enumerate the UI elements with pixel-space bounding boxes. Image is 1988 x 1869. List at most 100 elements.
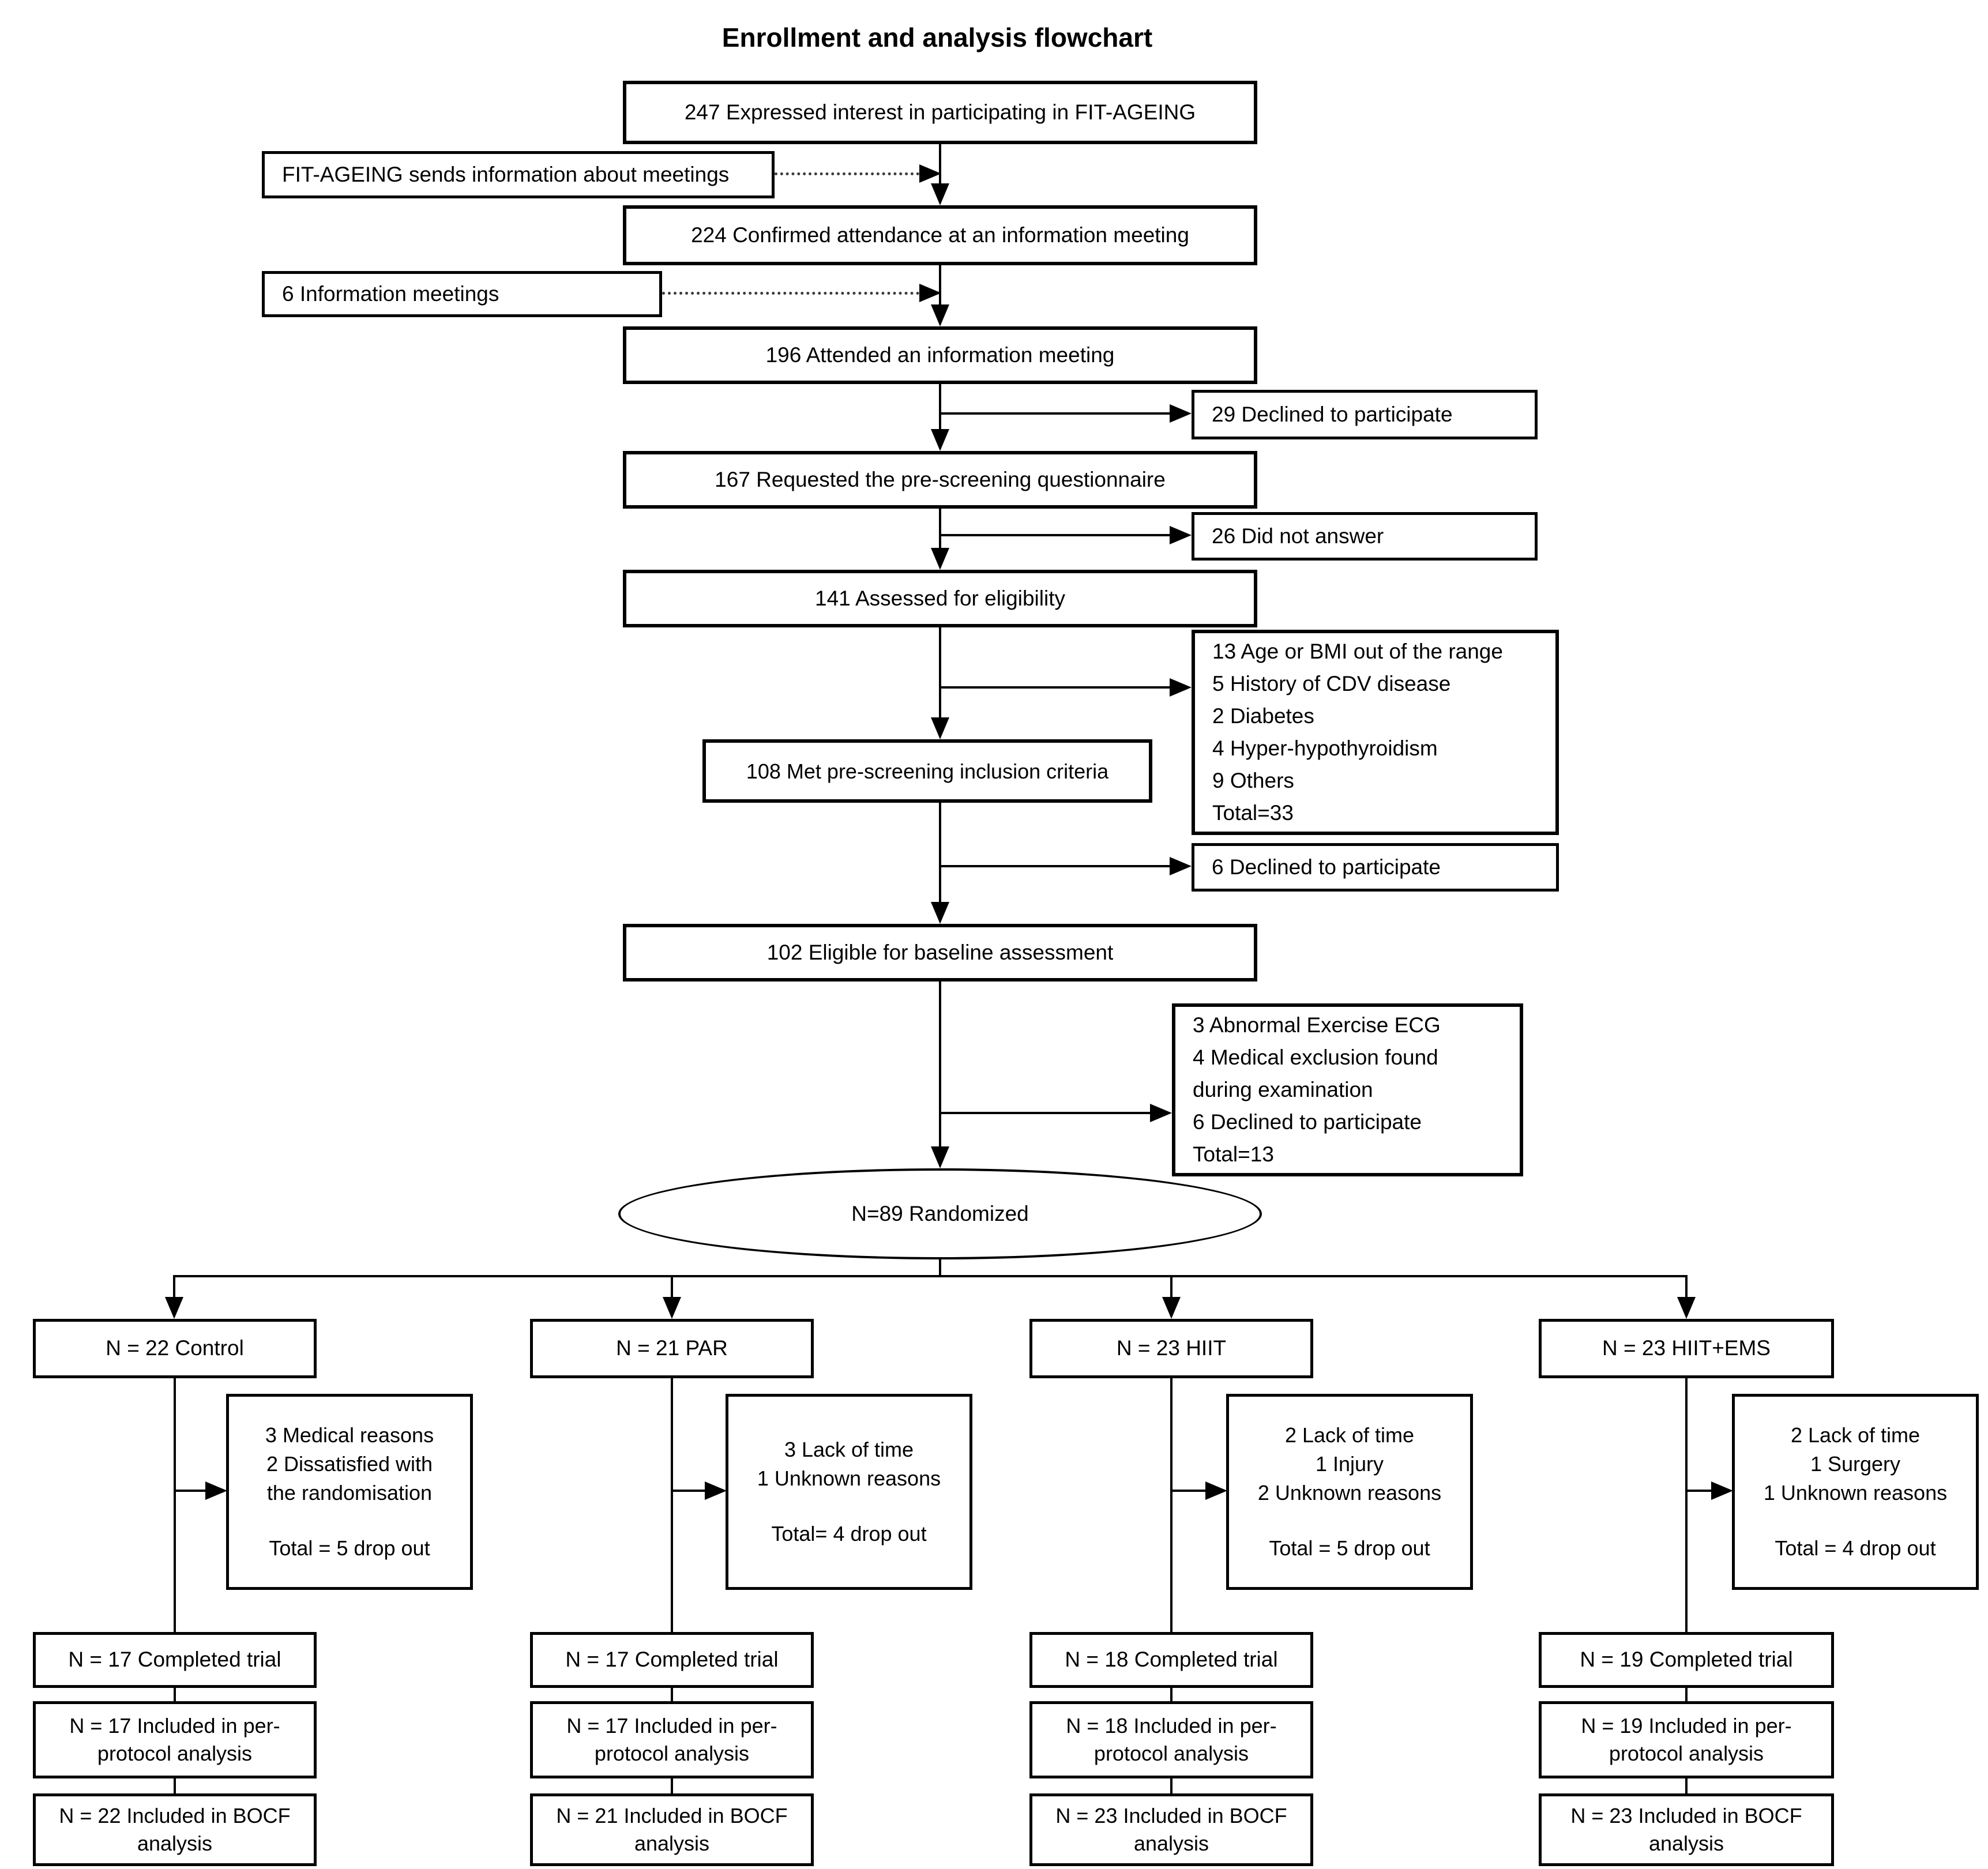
arrowhead-down [931, 717, 949, 739]
arrowhead-down [931, 429, 949, 451]
arrowhead-right [1170, 404, 1192, 423]
connector-horizontal [940, 534, 1170, 536]
connector-vertical [1170, 1378, 1172, 1632]
exclusion-box-declined-prescreen: 6 Declined to participate [1192, 843, 1559, 892]
arrowhead-down [1677, 1297, 1696, 1319]
exclusion-box-declined-meeting: 29 Declined to participate [1192, 390, 1538, 439]
per-protocol-box-hiit: N = 18 Included in per-protocol analysis [1029, 1701, 1313, 1778]
dropout-total: Total = 5 drop out [269, 1536, 430, 1560]
arrowhead-down [931, 183, 949, 205]
dropout-total: Total = 4 drop out [1775, 1536, 1936, 1560]
flow-box-assessed-eligibility: 141 Assessed for eligibility [623, 570, 1257, 627]
connector-horizontal [940, 1112, 1150, 1114]
distribution-line [173, 1275, 1688, 1277]
flow-box-expressed-interest: 247 Expressed interest in participating … [623, 81, 1257, 144]
arrowhead-down [931, 1146, 949, 1168]
dotted-connector-sends-info [775, 172, 919, 175]
arrowhead-down [663, 1297, 681, 1319]
flow-box-attended-meeting: 196 Attended an information meeting [623, 326, 1257, 384]
connector-vertical [1170, 1688, 1172, 1701]
connector-vertical [1685, 1378, 1688, 1632]
bocf-box-hiit-ems: N = 23 Included in BOCF analysis [1539, 1793, 1834, 1866]
connector-horizontal [672, 1490, 705, 1492]
bocf-box-control: N = 22 Included in BOCF analysis [33, 1793, 317, 1866]
connector-vertical [939, 627, 941, 720]
connector-vertical [174, 1378, 176, 1632]
connector-horizontal [940, 686, 1170, 689]
page-title: Enrollment and analysis flowchart [721, 22, 1153, 52]
arrowhead-right [1170, 526, 1192, 544]
connector-vertical [671, 1688, 673, 1701]
connector-horizontal [175, 1490, 205, 1492]
connector-vertical [1685, 1275, 1688, 1298]
connector-vertical [174, 1778, 176, 1793]
arrowhead-down [931, 902, 949, 924]
note-box-info-meetings: 6 Information meetings [262, 271, 662, 317]
connector-vertical [174, 1688, 176, 1701]
arrowhead-right [919, 164, 941, 183]
dropout-total: Total= 4 drop out [771, 1522, 927, 1545]
connector-horizontal [1686, 1490, 1711, 1492]
connector-horizontal [940, 865, 1170, 867]
arrowhead-right [1170, 678, 1192, 697]
connector-vertical [939, 144, 941, 186]
note-box-sends-information: FIT-AGEING sends information about meeti… [262, 151, 775, 198]
flow-box-eligible-baseline: 102 Eligible for baseline assessment [623, 924, 1257, 981]
group-box-control: N = 22 Control [33, 1319, 317, 1378]
randomized-ellipse: N=89 Randomized [618, 1168, 1262, 1259]
completed-box-control: N = 17 Completed trial [33, 1632, 317, 1688]
connector-vertical [939, 981, 941, 1149]
per-protocol-box-hiit-ems: N = 19 Included in per-protocol analysis [1539, 1701, 1834, 1778]
group-box-par: N = 21 PAR [530, 1319, 814, 1378]
arrowhead-down [931, 548, 949, 570]
connector-vertical [939, 265, 941, 307]
flow-box-met-criteria: 108 Met pre-screening inclusion criteria [702, 739, 1152, 803]
arrowhead-down [1162, 1297, 1181, 1319]
exclusion-box-no-answer: 26 Did not answer [1192, 512, 1538, 561]
arrowhead-right [1150, 1104, 1172, 1122]
per-protocol-box-par: N = 17 Included in per-protocol analysis [530, 1701, 814, 1778]
per-protocol-box-control: N = 17 Included in per-protocol analysis [33, 1701, 317, 1778]
connector-horizontal [940, 412, 1170, 415]
connector-vertical [939, 384, 941, 431]
arrowhead-down [931, 304, 949, 326]
arrowhead-right [919, 284, 941, 302]
group-box-hiit-ems: N = 23 HIIT+EMS [1539, 1319, 1834, 1378]
dotted-connector-info-meetings [662, 292, 919, 295]
arrowhead-right [1170, 857, 1192, 875]
arrowhead-right [1711, 1481, 1733, 1500]
connector-vertical [939, 803, 941, 904]
connector-vertical [1685, 1688, 1688, 1701]
arrowhead-down [165, 1297, 183, 1319]
connector-horizontal [1171, 1490, 1205, 1492]
completed-box-hiit-ems: N = 19 Completed trial [1539, 1632, 1834, 1688]
arrowhead-right [705, 1481, 727, 1500]
connector-vertical [1685, 1778, 1688, 1793]
group-box-hiit: N = 23 HIIT [1029, 1319, 1313, 1378]
connector-vertical [173, 1275, 175, 1298]
connector-vertical [939, 1259, 941, 1276]
flow-box-confirmed-attendance: 224 Confirmed attendance at an informati… [623, 205, 1257, 265]
flow-box-requested-questionnaire: 167 Requested the pre-screening question… [623, 451, 1257, 509]
bocf-box-hiit: N = 23 Included in BOCF analysis [1029, 1793, 1313, 1866]
bocf-box-par: N = 21 Included in BOCF analysis [530, 1793, 814, 1866]
connector-vertical [671, 1275, 673, 1298]
completed-box-hiit: N = 18 Completed trial [1029, 1632, 1313, 1688]
arrowhead-right [205, 1481, 227, 1500]
connector-vertical [939, 509, 941, 550]
connector-vertical [1170, 1778, 1172, 1793]
connector-vertical [671, 1778, 673, 1793]
